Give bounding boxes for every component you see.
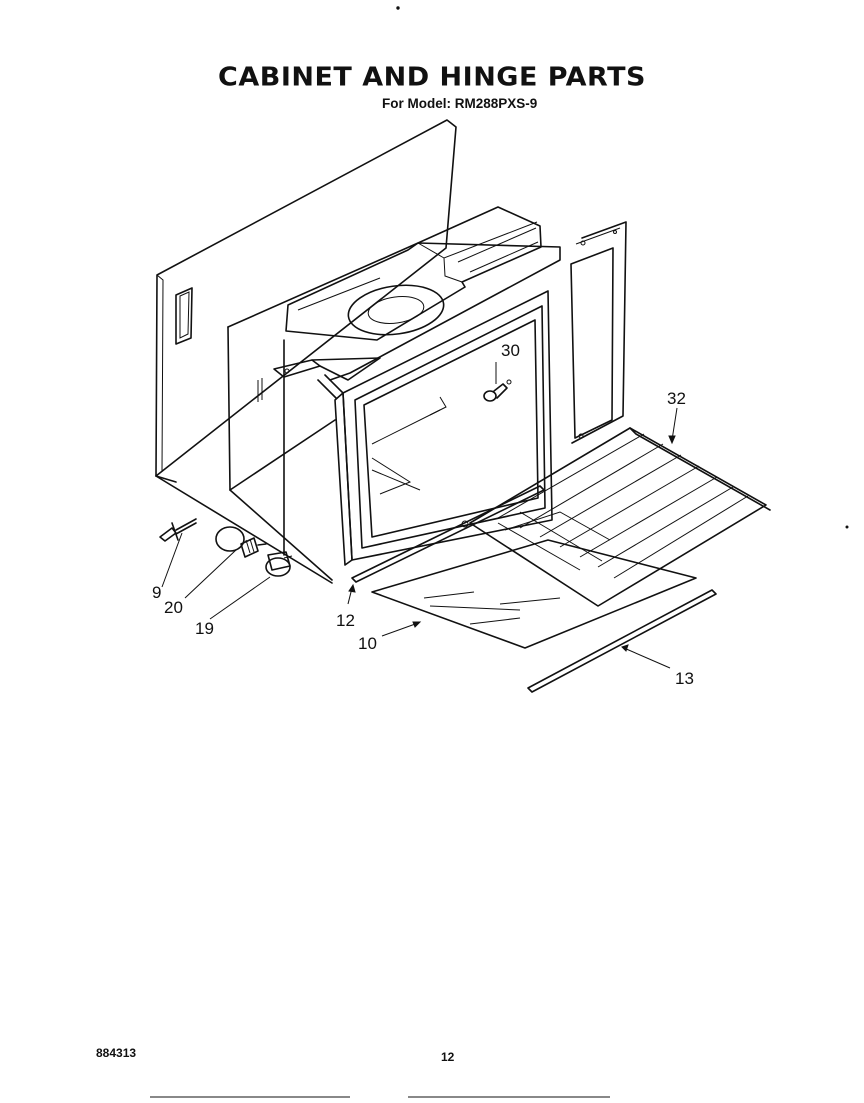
callout-32: 32: [667, 389, 686, 408]
callout-12: 12: [336, 611, 355, 630]
part-10-tray: [371, 539, 697, 649]
part-12-strip: [351, 485, 545, 583]
part-20-bulb: [215, 526, 267, 558]
part-13-strip: [527, 589, 717, 693]
outer-cabinet: [155, 119, 627, 584]
callout-10: 10: [358, 634, 377, 653]
page-number: 12: [441, 1050, 455, 1064]
callout-20: 20: [164, 598, 183, 617]
part-32-rack: [469, 427, 771, 607]
document-code: 884313: [96, 1046, 137, 1060]
leader-lines: [161, 362, 678, 669]
callout-9: 9: [152, 583, 161, 602]
top-mark: [396, 6, 400, 10]
page-title: CABINET AND HINGE PARTS: [218, 62, 646, 93]
oven-cavity: [227, 206, 561, 581]
callout-19: 19: [195, 619, 214, 638]
part-19-socket: [265, 551, 293, 577]
front-frame: [317, 290, 553, 566]
callout-30: 30: [501, 341, 520, 360]
margin-mark: [845, 525, 849, 529]
part-9-screw: [159, 518, 197, 542]
model-subtitle: For Model: RM288PXS-9: [382, 96, 538, 111]
callout-13: 13: [675, 669, 694, 688]
part-30-screw: [483, 379, 512, 402]
